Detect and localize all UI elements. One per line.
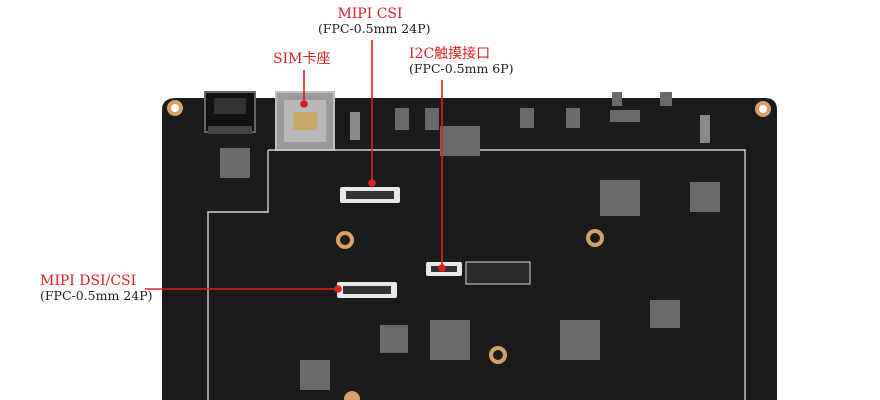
pcb-board bbox=[162, 98, 777, 400]
callout-mipi-dsi-spec: (FPC-0.5mm 24P) bbox=[40, 288, 153, 304]
callout-sim: SIM卡座 bbox=[273, 51, 330, 67]
mounting-holes bbox=[167, 100, 771, 400]
silkscreen-outline bbox=[207, 149, 746, 400]
callout-mipi-csi-spec: (FPC-0.5mm 24P) bbox=[318, 21, 431, 37]
callout-mipi-dsi-title: MIPI DSI/CSI bbox=[40, 273, 137, 289]
callout-i2c: I2C触摸接口 (FPC-0.5mm 6P) bbox=[409, 46, 514, 76]
board-components bbox=[220, 92, 720, 390]
callout-i2c-title: I2C触摸接口 bbox=[409, 46, 491, 62]
ethernet-port bbox=[204, 91, 256, 134]
callout-sim-title: SIM卡座 bbox=[273, 51, 331, 67]
fpc-connectors bbox=[337, 187, 531, 298]
callout-i2c-spec: (FPC-0.5mm 6P) bbox=[409, 61, 514, 77]
callout-mipi-dsi: MIPI DSI/CSI (FPC-0.5mm 24P) bbox=[40, 273, 153, 303]
callout-lines bbox=[145, 40, 446, 293]
callout-mipi-csi: MIPI CSI (FPC-0.5mm 24P) bbox=[318, 6, 431, 37]
callout-mipi-csi-title: MIPI CSI bbox=[337, 6, 403, 22]
